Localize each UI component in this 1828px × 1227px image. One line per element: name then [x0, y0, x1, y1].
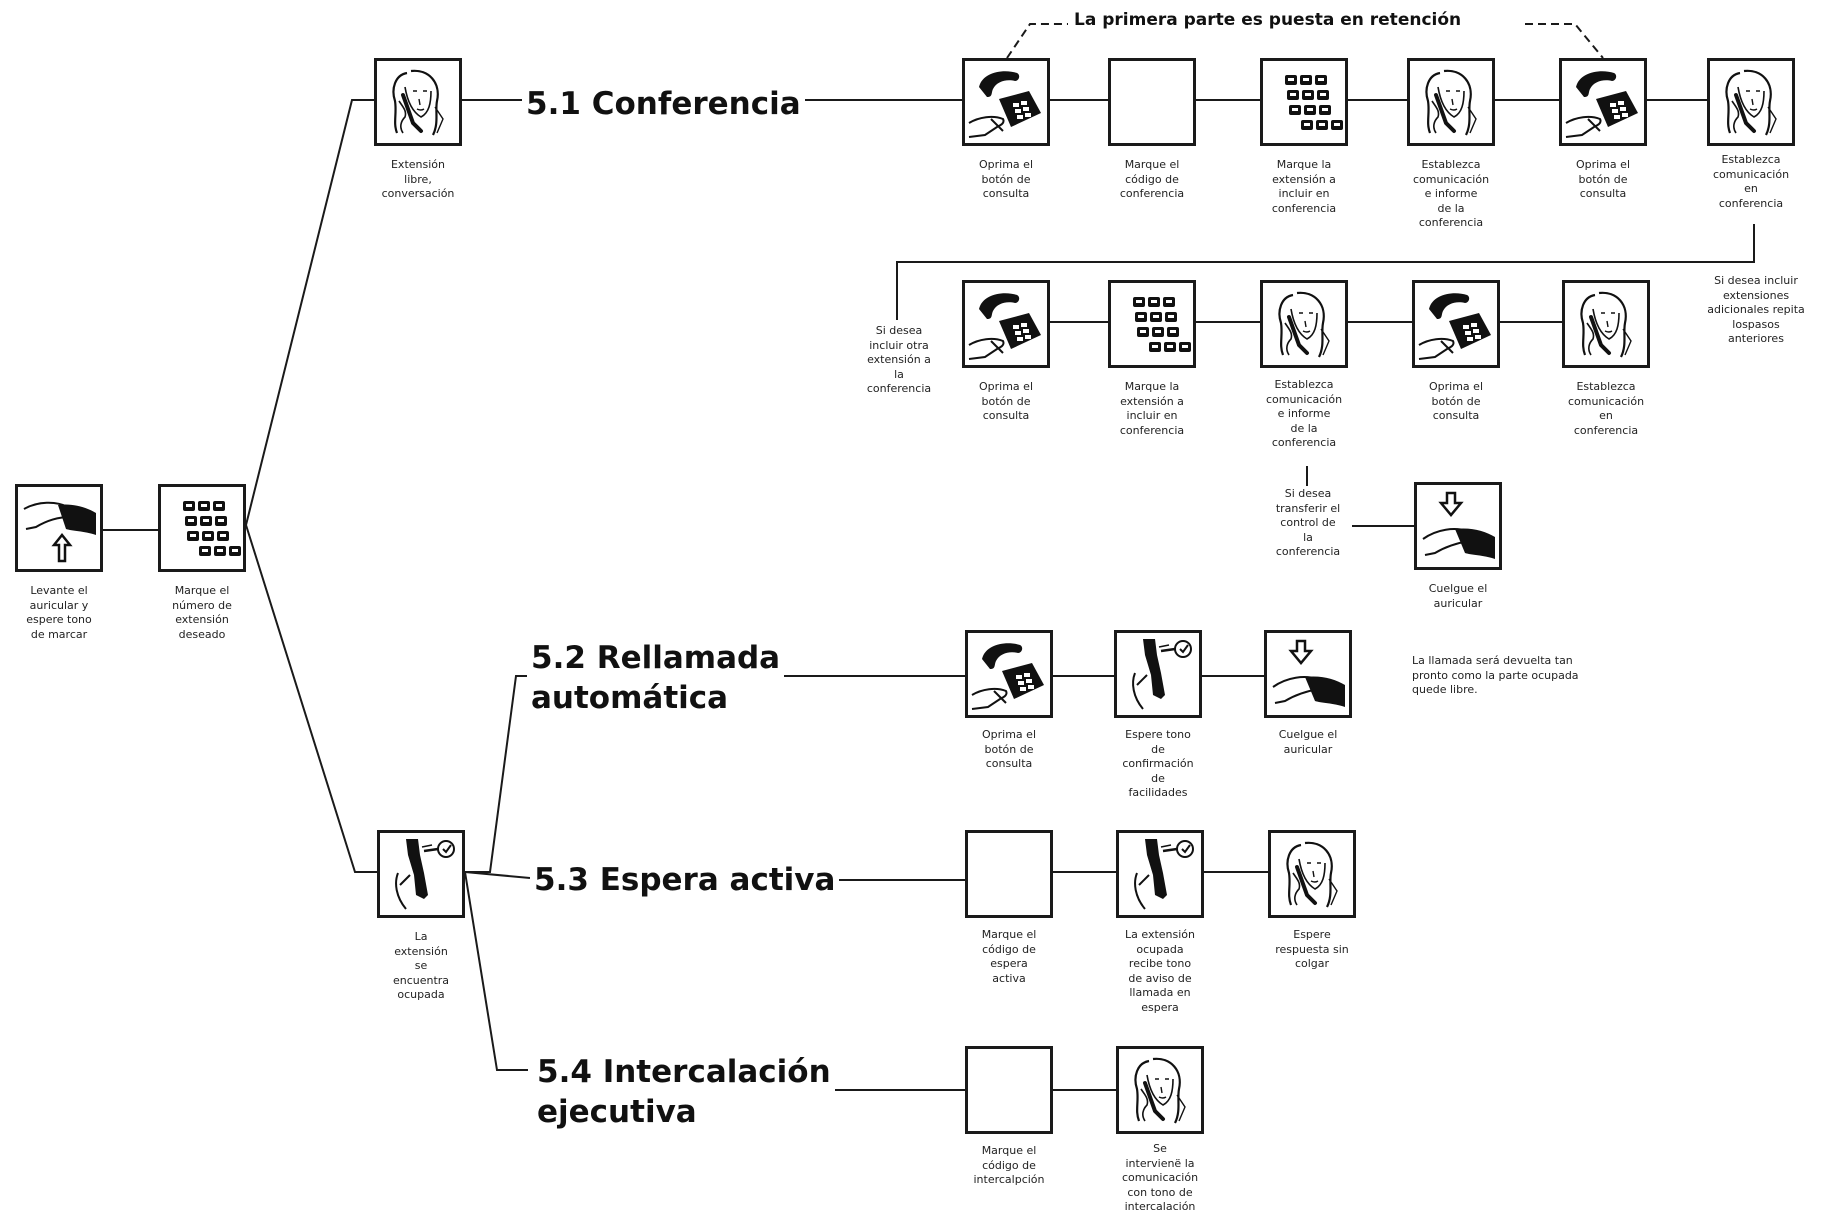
caption-r-tone: Espere tono de confirmación de facilidad…: [1122, 728, 1194, 799]
box-r-consult: [965, 630, 1053, 718]
hang-up-icon: [1272, 639, 1345, 707]
caption-c1-consult2: Oprima el botón de consulta: [1576, 158, 1630, 200]
connector-line: [1525, 23, 1604, 59]
connector-line: [465, 675, 530, 873]
caption-c2-inform: Establezca comunicación e informe de la …: [1265, 378, 1343, 449]
telephone-consult-icon: [971, 643, 1044, 710]
box-e-wait: [1268, 830, 1356, 918]
caption-c2-dial: Marque la extensión a incluir en confere…: [1119, 380, 1185, 437]
heading-espera: 5.3 Espera activa: [530, 860, 840, 900]
handset-tone-icon: [1134, 839, 1194, 910]
box-c2-consult: [962, 280, 1050, 368]
box-free-talk: [374, 58, 462, 146]
box-busy: [377, 830, 465, 918]
woman-on-phone-icon: [1134, 1057, 1186, 1124]
woman-on-phone-icon: [392, 69, 444, 136]
caption-c1-code: Marque el código de conferencia: [1119, 158, 1185, 200]
woman-on-phone-icon: [1286, 841, 1338, 908]
blank-code-box: [1111, 61, 1193, 143]
note-rellamada: La llamada será devuelta tan pronto como…: [1412, 654, 1579, 696]
retention-banner: La primera parte es puesta en retención: [1070, 10, 1466, 30]
caption-r-hangup: Cuelgue el auricular: [1278, 728, 1338, 756]
connector-line: [245, 99, 374, 526]
caption-repeat-note: Si desea incluir extensiones adicionales…: [1707, 274, 1805, 345]
box-i-code: [965, 1046, 1053, 1134]
box-c2-establish: [1562, 280, 1650, 368]
connector-line: [464, 871, 531, 879]
caption-transfer-hangup: Cuelgue el auricular: [1428, 582, 1488, 610]
box-i-intervene: [1116, 1046, 1204, 1134]
box-dial-extension: [158, 484, 246, 572]
woman-on-phone-icon: [1425, 69, 1477, 136]
caption-c1-inform: Establezca comunicación e informe de la …: [1412, 158, 1490, 229]
box-c1-consult2: [1559, 58, 1647, 146]
handset-tone-icon: [1132, 639, 1192, 710]
box-c2-inform: [1260, 280, 1348, 368]
keypad-icon: [1133, 297, 1191, 352]
box-c1-establish: [1707, 58, 1795, 146]
caption-transfer-question: Si desea transferir el control de la con…: [1275, 487, 1341, 558]
caption-e-code: Marque el código de espera activa: [981, 928, 1037, 985]
telephone-consult-icon: [1565, 71, 1638, 138]
box-c1-consult: [962, 58, 1050, 146]
caption-lift: Levante el auricular y espere tono de ma…: [26, 584, 92, 641]
caption-c1-consult: Oprima el botón de consulta: [979, 158, 1033, 200]
keypad-icon: [1285, 75, 1343, 130]
caption-i-code: Marque el código de intercalpción: [973, 1144, 1045, 1186]
box-e-busy: [1116, 830, 1204, 918]
handset-tone-icon: [395, 839, 455, 910]
caption-c2-establish: Establezca comunicación en conferencia: [1567, 380, 1645, 437]
blank-code-box: [968, 833, 1050, 915]
box-c1-code: [1108, 58, 1196, 146]
hang-up-icon: [1422, 491, 1495, 559]
caption-busy: La extensión se encuentra ocupada: [392, 930, 450, 1001]
box-c1-inform: [1407, 58, 1495, 146]
box-transfer-hangup: [1414, 482, 1502, 570]
caption-c1-establish: Establezca comunicación en conferencia: [1712, 153, 1790, 210]
box-c1-dial: [1260, 58, 1348, 146]
box-r-tone: [1114, 630, 1202, 718]
caption-c2-consult2: Oprima el botón de consulta: [1429, 380, 1483, 422]
keypad-icon: [183, 501, 241, 556]
lift-handset-icon: [23, 501, 96, 563]
heading-intercalacion: 5.4 Intercalación ejecutiva: [533, 1052, 835, 1132]
box-e-code: [965, 830, 1053, 918]
woman-on-phone-icon: [1580, 291, 1632, 358]
heading-rellamada: 5.2 Rellamada automática: [527, 638, 785, 718]
connector-line: [464, 871, 528, 1071]
caption-e-wait: Espere respuesta sin colgar: [1275, 928, 1349, 970]
box-c2-dial: [1108, 280, 1196, 368]
connector-line: [1006, 23, 1068, 59]
telephone-consult-icon: [968, 293, 1041, 360]
connector-line: [896, 224, 1755, 320]
box-r-hangup: [1264, 630, 1352, 718]
woman-on-phone-icon: [1278, 291, 1330, 358]
caption-free-talk: Extensión libre, conversación: [381, 158, 455, 200]
box-lift: [15, 484, 103, 572]
woman-on-phone-icon: [1725, 69, 1777, 136]
caption-c2-consult: Oprima el botón de consulta: [979, 380, 1033, 422]
telephone-consult-icon: [968, 71, 1041, 138]
caption-dial-extension: Marque el número de extensión deseado: [172, 584, 232, 641]
connector-line: [245, 524, 377, 873]
caption-e-busy: La extensión ocupada recibe tono de avis…: [1125, 928, 1195, 1014]
telephone-consult-icon: [1418, 293, 1491, 360]
heading-conferencia: 5.1 Conferencia: [522, 84, 805, 124]
caption-c1-dial: Marque la extensión a incluir en confere…: [1271, 158, 1337, 215]
caption-c2-intro: Si desea incluir otra extensión a la con…: [866, 324, 932, 395]
caption-i-intervene: Se intervienë la comunicación con tono d…: [1121, 1142, 1199, 1213]
caption-r-consult: Oprima el botón de consulta: [982, 728, 1036, 770]
box-c2-consult2: [1412, 280, 1500, 368]
blank-code-box: [968, 1049, 1050, 1131]
